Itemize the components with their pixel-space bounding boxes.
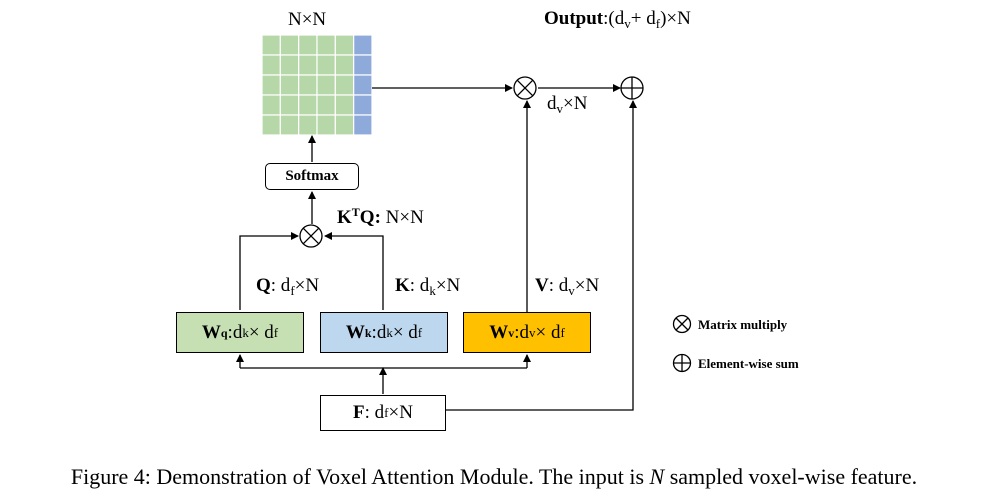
arrow-q-to-matmul xyxy=(239,232,299,310)
matrix-cell xyxy=(353,74,373,96)
matrix-cell xyxy=(353,54,373,76)
matrix-cell xyxy=(316,94,336,116)
matrix-cell xyxy=(316,114,336,136)
matrix-cell xyxy=(334,74,355,96)
matrix-cell xyxy=(279,114,300,136)
matrix-cell xyxy=(279,54,300,76)
output-label: Output:(dv+ df)×N xyxy=(544,8,691,31)
arrow-f-to-sum xyxy=(446,100,637,411)
matrix-cell xyxy=(353,94,373,116)
matrix-cell xyxy=(334,94,355,116)
matrix-cell xyxy=(334,54,355,76)
q-label: Q: df×N xyxy=(256,275,320,298)
matrix-cell xyxy=(261,74,281,96)
matrix-cell xyxy=(316,74,336,96)
matrix-cell xyxy=(316,54,336,76)
matrix-cell xyxy=(261,34,281,56)
matrix-cell xyxy=(316,34,336,56)
matrix-cell xyxy=(261,54,281,76)
k-label: K: dk×N xyxy=(395,275,461,298)
matrix-cell xyxy=(298,54,318,76)
attention-matrix xyxy=(261,34,373,136)
arrow-k-to-matmul xyxy=(324,232,384,310)
legend-matmul-icon xyxy=(672,314,692,334)
legend-matmul-label: Matrix multiply xyxy=(698,317,788,332)
matmul-output-label: dv×N xyxy=(547,93,588,116)
matmul-operator-top xyxy=(513,76,537,100)
matrix-cell xyxy=(334,34,355,56)
ktq-label: KTQ: N×N xyxy=(337,205,424,228)
matrix-cell xyxy=(279,74,300,96)
matrix-cell xyxy=(334,114,355,136)
matrix-cell xyxy=(353,114,373,136)
sum-operator xyxy=(620,76,644,100)
matrix-cell xyxy=(298,94,318,116)
matmul-operator-ktq xyxy=(299,224,323,248)
matrix-label: N×N xyxy=(288,9,327,30)
legend-sum-icon xyxy=(672,353,692,373)
matrix-cell xyxy=(261,114,281,136)
matrix-cell xyxy=(298,34,318,56)
softmax-box: Softmax xyxy=(265,163,359,190)
matrix-cell xyxy=(353,34,373,56)
matrix-cell xyxy=(298,114,318,136)
figure-caption: Figure 4: Demonstration of Voxel Attenti… xyxy=(70,464,918,489)
matrix-cell xyxy=(279,34,300,56)
matrix-cell xyxy=(298,74,318,96)
v-label: V: dv×N xyxy=(535,275,600,298)
matrix-cell xyxy=(261,94,281,116)
matrix-cell xyxy=(279,94,300,116)
legend-sum-label: Element-wise sum xyxy=(698,356,799,371)
